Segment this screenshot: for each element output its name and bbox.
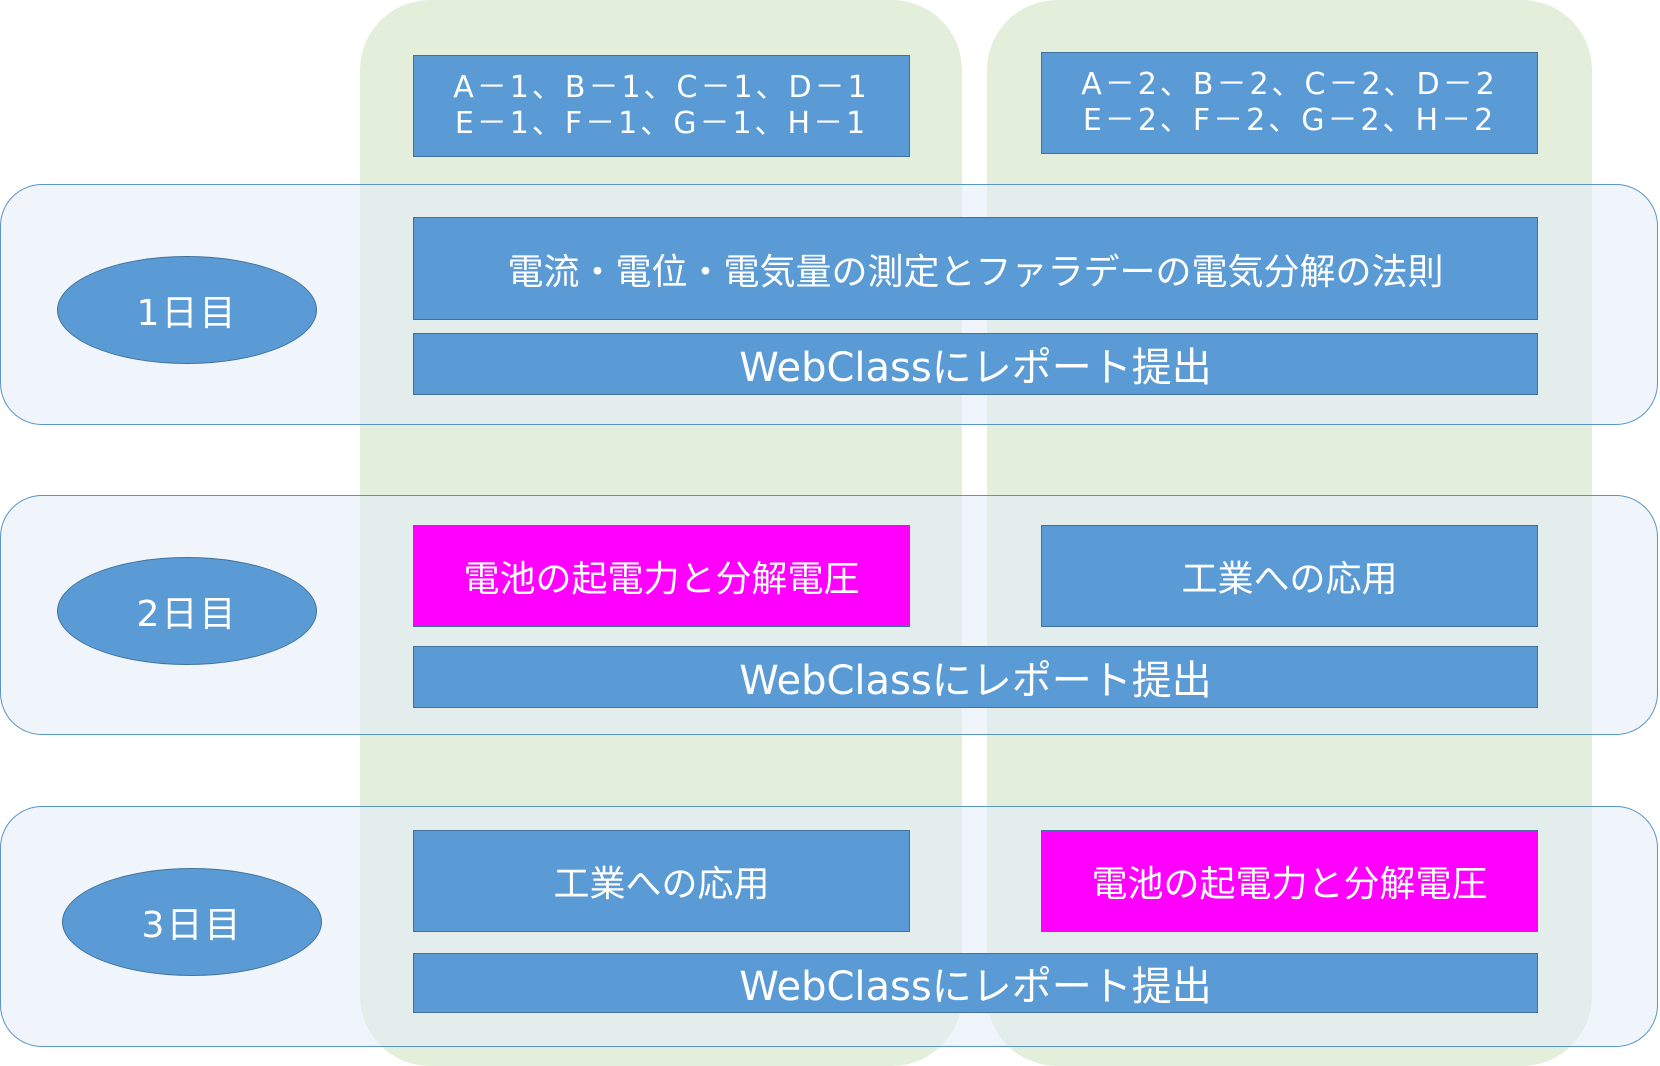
day-2-topic-group-1: 電池の起電力と分解電圧 bbox=[413, 525, 910, 627]
day-1-label: 1日目 bbox=[57, 256, 317, 364]
day-3-topic-group-2: 電池の起電力と分解電圧 bbox=[1041, 830, 1538, 932]
day-2-label: 2日目 bbox=[57, 557, 317, 665]
day-1-report: WebClassにレポート提出 bbox=[413, 333, 1538, 395]
group-1-line-2: E－1、F－1、G－1、H－1 bbox=[454, 106, 869, 141]
day-3-topic-group-1: 工業への応用 bbox=[413, 830, 910, 932]
group-2-header: A－2、B－2、C－2、D－2 E－2、F－2、G－2、H－2 bbox=[1041, 52, 1538, 154]
day-2-report: WebClassにレポート提出 bbox=[413, 646, 1538, 708]
day-2-topic-group-2: 工業への応用 bbox=[1041, 525, 1538, 627]
group-1-header: A－1、B－1、C－1、D－1 E－1、F－1、G－1、H－1 bbox=[413, 55, 910, 157]
group-1-line-1: A－1、B－1、C－1、D－1 bbox=[453, 70, 870, 105]
day-3-report: WebClassにレポート提出 bbox=[413, 953, 1538, 1013]
day-3-label: 3日目 bbox=[62, 868, 322, 976]
group-2-line-1: A－2、B－2、C－2、D－2 bbox=[1081, 67, 1498, 102]
day-1-topic: 電流・電位・電気量の測定とファラデーの電気分解の法則 bbox=[413, 217, 1538, 320]
group-2-line-2: E－2、F－2、G－2、H－2 bbox=[1082, 103, 1497, 138]
